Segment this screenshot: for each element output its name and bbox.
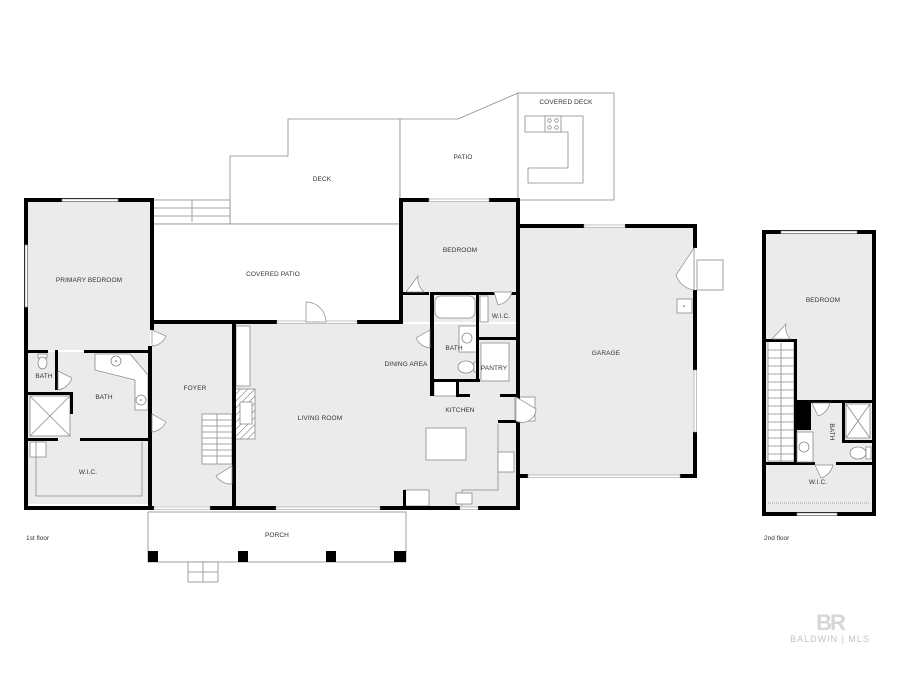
label-dining-area: DINING AREA [385,361,429,368]
label-covered-deck: COVERED DECK [539,99,593,106]
label-patio: PATIO [453,154,472,161]
watermark-text: BALDWIN | MLS [790,634,870,644]
watermark-logo: BR BALDWIN | MLS [784,610,876,645]
label-bath-small: BATH [35,373,52,380]
walls-first-floor [24,198,697,510]
label-pantry: PANTRY [481,365,508,372]
porch-post [326,551,336,562]
patio-area [399,92,519,201]
label-foyer: FOYER [184,385,207,392]
label-deck: DECK [313,176,332,183]
outdoor-kitchen-counter [524,115,584,184]
label-garage: GARAGE [592,350,621,357]
label-wic-bedroom: W.I.C. [492,313,510,320]
label-wic-primary: W.I.C. [79,469,97,476]
fireplace [234,325,256,440]
porch-post [148,551,158,562]
label-kitchen: KITCHEN [445,407,474,414]
toilet-icon [849,446,867,460]
toilet-icon [457,360,475,374]
watermark-mark: BR [816,610,846,635]
room-labels: PRIMARY BEDROOM BATH BATH W.I.C. FOYER C… [26,99,840,542]
label-living-room: LIVING ROOM [298,415,342,422]
label-covered-patio: COVERED PATIO [246,271,300,278]
label-bath-second: BATH [828,423,835,440]
garage-side-landing [696,259,724,291]
second-floor [762,230,876,516]
porch-area [147,511,407,563]
label-porch: PORCH [265,532,289,539]
windows-first-floor [24,198,697,510]
floor-label-first: 1st floor [26,535,50,542]
bathtub-icon [434,295,476,319]
label-primary-bedroom: PRIMARY BEDROOM [56,277,122,284]
foyer-stairs [201,413,233,465]
label-bath-primary: BATH [95,394,112,401]
floor-label-second: 2nd floor [764,535,790,542]
deck-area [229,118,401,225]
sink-icon [455,492,473,505]
kitchen-island [425,427,467,461]
covered-deck-area [517,92,615,201]
primary-bath-fixtures [29,353,149,497]
doors-first-floor [57,246,695,485]
room-fills [28,202,695,508]
outdoor-areas [147,92,724,583]
porch-post [394,551,406,562]
cooktop-icon [497,451,515,473]
label-bath-hall: BATH [445,345,462,352]
kitchen-fixtures [404,424,515,507]
label-wic-second: W.I.C. [809,479,827,486]
grill-cooktop-icon [544,115,562,133]
label-bedroom-second: BEDROOM [806,297,840,304]
porch-post [238,551,248,562]
deck-steps [151,199,231,225]
label-bedroom: BEDROOM [443,247,477,254]
